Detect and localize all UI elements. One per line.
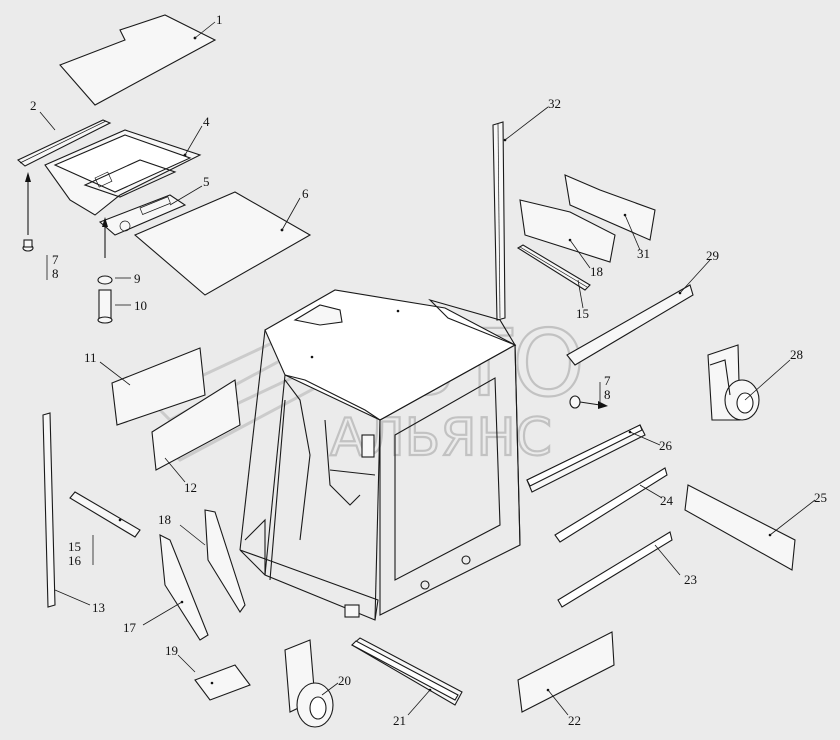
- callout-labels: 1 2 4 5 6 7 8 9 10 32 31 18 15 29 28 7 8…: [30, 12, 827, 728]
- callout-5: 5: [203, 174, 210, 189]
- callout-15-left: 15: [68, 539, 81, 554]
- part-17-panel: [159, 534, 209, 641]
- part-23-seal: [557, 531, 673, 608]
- callout-13: 13: [92, 600, 105, 615]
- part-13-strip: [42, 412, 56, 608]
- callout-7-right: 7: [604, 373, 611, 388]
- callout-25: 25: [814, 490, 827, 505]
- callout-24: 24: [660, 493, 674, 508]
- part-4-console: [44, 129, 202, 216]
- part-29-angle: [566, 284, 694, 366]
- callout-23: 23: [684, 572, 697, 587]
- part-25-panel: [684, 484, 796, 571]
- cab-frame: [239, 289, 521, 621]
- callout-7-left: 7: [52, 252, 59, 267]
- part-20-duct: [284, 639, 334, 728]
- fasteners-left: [22, 172, 113, 324]
- callout-12: 12: [184, 480, 197, 495]
- part-15-16-angle-left: [69, 491, 141, 538]
- fastener-right: [569, 395, 608, 409]
- callout-26: 26: [659, 438, 673, 453]
- callout-17: 17: [123, 620, 137, 635]
- part-15-strip-right: [516, 244, 591, 291]
- part-11-panel: [111, 347, 206, 426]
- callout-2: 2: [30, 98, 37, 113]
- callout-8-right: 8: [604, 387, 611, 402]
- callout-10: 10: [134, 298, 147, 313]
- part-5-panel-plate: [98, 194, 187, 236]
- leaders: [39, 21, 816, 716]
- part-18-panel-left: [204, 509, 246, 613]
- callout-4: 4: [203, 114, 210, 129]
- callout-11: 11: [84, 350, 97, 365]
- callout-15-right: 15: [576, 306, 589, 321]
- callout-18-right: 18: [590, 264, 603, 279]
- part-22-panel: [517, 631, 615, 713]
- callout-22: 22: [568, 713, 581, 728]
- callout-29: 29: [706, 248, 719, 263]
- callout-18-left: 18: [158, 512, 171, 527]
- part-24-seal: [554, 467, 668, 543]
- callout-28: 28: [790, 347, 803, 362]
- callout-32: 32: [548, 96, 561, 111]
- callout-16: 16: [68, 553, 82, 568]
- callout-20: 20: [338, 673, 351, 688]
- part-32-post: [492, 121, 507, 321]
- part-2-strip: [16, 119, 112, 167]
- part-26-angle: [526, 424, 646, 493]
- callout-19: 19: [165, 643, 178, 658]
- part-19-pad: [194, 664, 251, 701]
- callout-21: 21: [393, 713, 406, 728]
- callout-1: 1: [216, 12, 223, 27]
- part-21-angle: [351, 637, 463, 706]
- part-1-roof-panel: [59, 14, 217, 106]
- callout-8-left: 8: [52, 266, 59, 281]
- callout-31: 31: [637, 246, 650, 261]
- callout-9: 9: [134, 271, 141, 286]
- callout-6: 6: [302, 186, 309, 201]
- part-28-duct: [707, 344, 760, 421]
- part-12-panel: [151, 379, 241, 471]
